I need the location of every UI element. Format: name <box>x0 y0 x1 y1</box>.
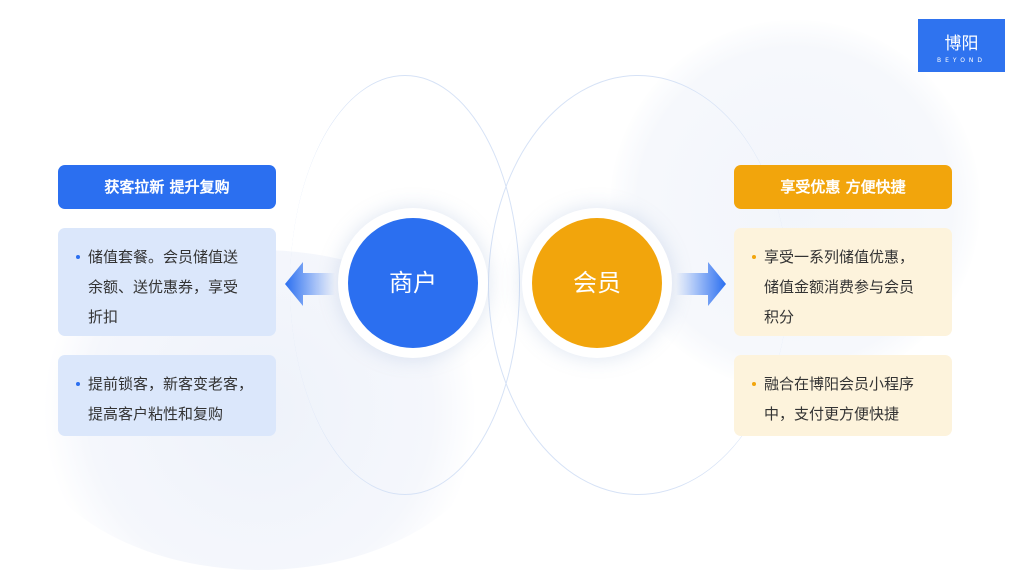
bullet-icon <box>752 255 756 259</box>
ring-right <box>488 75 788 495</box>
merchant-item: 储值套餐。会员储值送 余额、送优惠券，享受 折扣 <box>58 228 276 336</box>
merchant-header: 获客拉新 提升复购 <box>58 165 276 209</box>
beyond-logo: 博阳 BEYOND <box>918 19 1005 72</box>
bullet-icon <box>76 382 80 386</box>
arrow-right-icon <box>676 262 726 306</box>
member-item: 享受一系列储值优惠， 储值金额消费参与会员 积分 <box>734 228 952 336</box>
member-node: 会员 <box>522 208 672 358</box>
arrow-left-icon <box>285 262 335 306</box>
merchant-node: 商户 <box>338 208 488 358</box>
merchant-item: 提前锁客，新客变老客， 提高客户粘性和复购 <box>58 355 276 436</box>
bullet-icon <box>76 255 80 259</box>
member-header: 享受优惠 方便快捷 <box>734 165 952 209</box>
bullet-icon <box>752 382 756 386</box>
member-item: 融合在博阳会员小程序 中，支付更方便快捷 <box>734 355 952 436</box>
